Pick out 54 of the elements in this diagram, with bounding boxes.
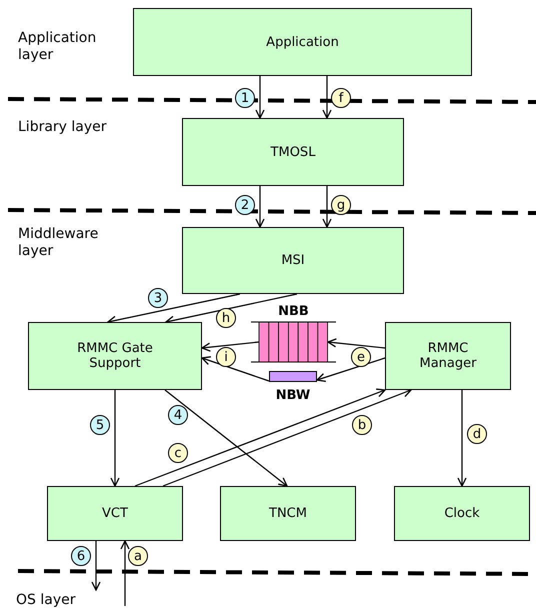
- process-box: [385, 322, 511, 390]
- step-badge: 6: [71, 546, 91, 566]
- arrow: [164, 390, 288, 487]
- arrow: [165, 293, 298, 325]
- step-badge: i: [216, 347, 236, 367]
- step-badge: 1: [235, 88, 255, 108]
- process-box: [220, 486, 356, 541]
- box-label: VCT: [101, 506, 129, 521]
- layer-label: Application layer: [18, 30, 98, 64]
- arrow: [201, 341, 260, 352]
- process-box: [28, 322, 202, 390]
- arrow: [322, 76, 332, 119]
- arrow: [201, 356, 270, 382]
- layer-label: OS layer: [16, 592, 76, 609]
- process-box: [47, 486, 183, 541]
- process-box: [394, 486, 530, 541]
- box-label: Clock: [443, 506, 481, 521]
- step-badge: d: [467, 424, 487, 444]
- arrow: [322, 186, 332, 228]
- arrow: [255, 186, 265, 228]
- arrow: [107, 293, 240, 325]
- box-label: TNCM: [268, 506, 308, 521]
- layer-label: Library layer: [18, 119, 108, 136]
- step-badge: a: [128, 546, 148, 566]
- box-label: MSI: [280, 253, 306, 268]
- box-label: TMOSL: [270, 144, 316, 160]
- step-badge: b: [352, 415, 372, 435]
- process-box: [133, 8, 472, 76]
- step-badge: c: [168, 443, 188, 463]
- box-label: Application: [265, 34, 340, 50]
- step-badge: 4: [168, 405, 188, 425]
- arrow: [255, 76, 265, 119]
- step-badge: h: [216, 308, 236, 328]
- arrow: [110, 390, 120, 487]
- buffer-label: NBB: [277, 304, 310, 320]
- process-box: [182, 227, 404, 294]
- arrow: [327, 338, 386, 349]
- box-label: RMMC Gate Support: [76, 341, 154, 371]
- layer-label: Middleware layer: [18, 226, 100, 260]
- step-badge: g: [331, 195, 351, 215]
- step-badge: 3: [148, 288, 168, 308]
- window-label: NBW: [274, 388, 312, 404]
- arrow: [120, 540, 130, 606]
- step-badge: 2: [235, 195, 255, 215]
- step-badge: f: [331, 88, 351, 108]
- arrow: [316, 357, 386, 382]
- arrow: [91, 541, 101, 591]
- step-badge: 5: [90, 415, 110, 435]
- process-box: [182, 118, 404, 186]
- step-badge: e: [351, 347, 371, 367]
- arrow: [457, 390, 467, 487]
- box-label: RMMC Manager: [418, 341, 478, 371]
- arrow: [134, 388, 386, 487]
- arrow: [162, 388, 412, 487]
